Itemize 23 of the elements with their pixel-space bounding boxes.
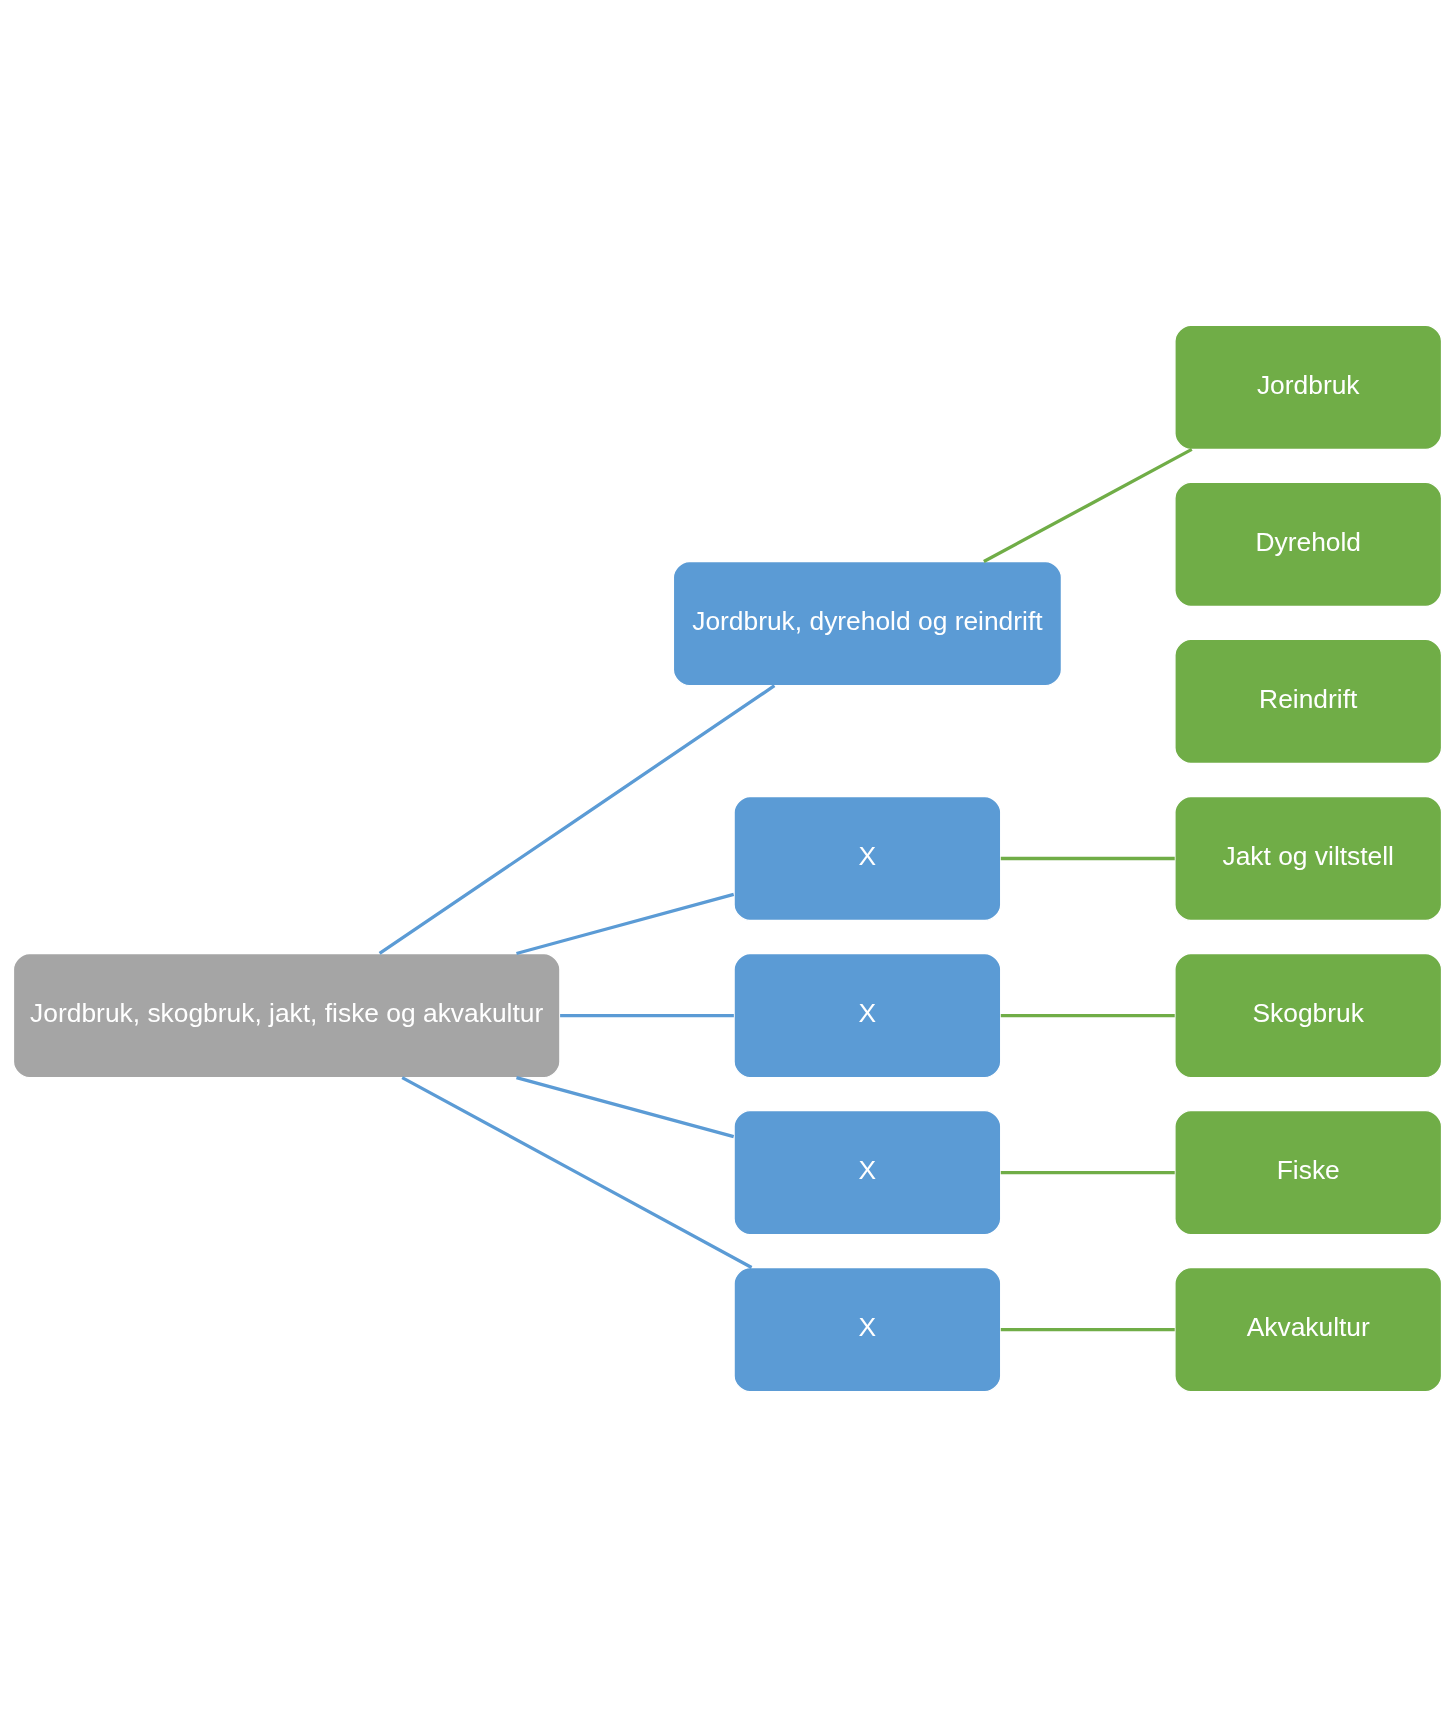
node-box: Reindrift	[1174, 638, 1443, 765]
connector	[983, 447, 1193, 563]
connector	[1000, 856, 1175, 861]
connector	[1000, 1171, 1175, 1175]
node-box: Fiske	[1174, 1109, 1443, 1236]
connector	[1000, 1013, 1175, 1018]
connector	[516, 892, 735, 956]
node-box: Jordbruk	[1174, 324, 1443, 450]
node-box: Jakt og viltstell	[1174, 795, 1443, 922]
connector	[560, 1013, 734, 1018]
node-box: Akvakultur	[1174, 1267, 1443, 1393]
connector	[401, 1076, 753, 1269]
node-box: X	[733, 795, 1002, 922]
node-box: Skogbruk	[1174, 952, 1443, 1079]
node-box: Jordbruk, dyrehold og reindrift	[672, 560, 1063, 687]
node-box: Dyrehold	[1174, 481, 1443, 608]
connector	[378, 684, 776, 955]
connector	[1000, 1328, 1175, 1332]
node-box: X	[733, 952, 1002, 1079]
connector	[516, 1076, 735, 1139]
node-box: X	[733, 1109, 1002, 1236]
node-box: Jordbruk, skogbruk, jakt, fiske og akvakultur	[12, 952, 561, 1079]
node-box: X	[733, 1267, 1002, 1393]
